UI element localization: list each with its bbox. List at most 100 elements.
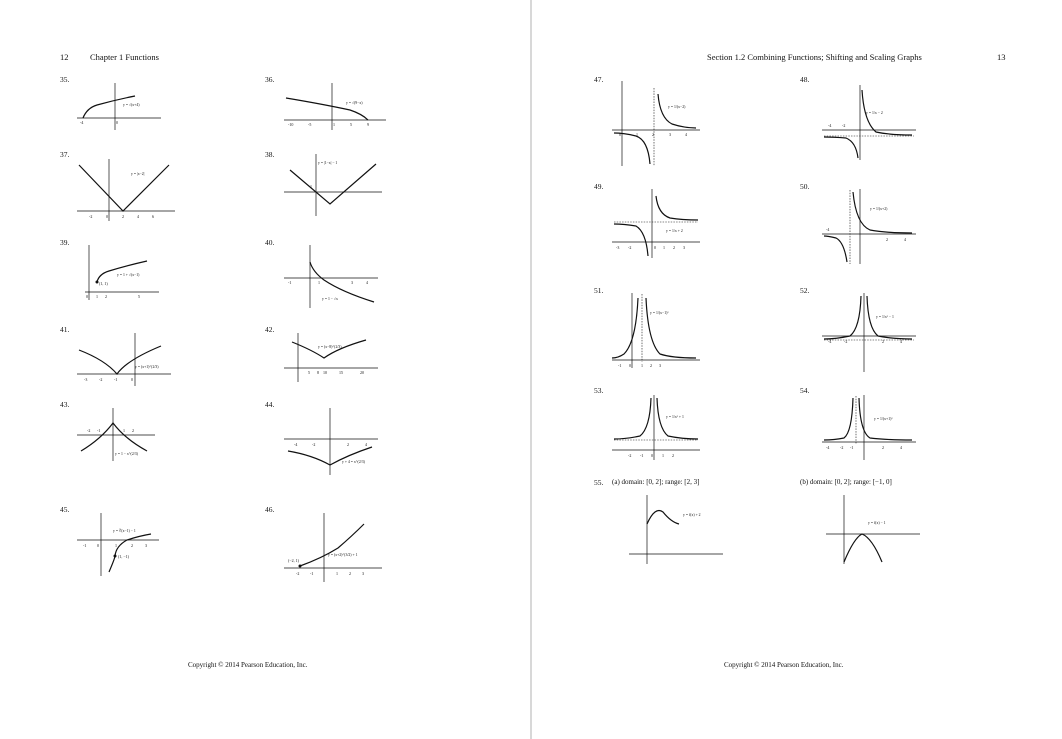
- tick-label: 3: [669, 132, 671, 137]
- equation-label: y = 1/x − 2: [866, 111, 883, 115]
- tick-label: 2: [131, 543, 133, 548]
- tick-label: -1: [114, 377, 117, 382]
- tick-label: 0: [131, 377, 133, 382]
- problem-number: 44.: [265, 400, 275, 409]
- problem-number: 47.: [594, 75, 604, 84]
- equation-label: y = f(x) − 1: [868, 521, 886, 525]
- graph-49: y = 1/x + 2 -3 -2 0 1 2 3: [612, 189, 700, 258]
- tick-label: -5: [308, 122, 311, 127]
- tick-label: -2: [312, 442, 315, 447]
- tick-label: -2: [87, 428, 90, 433]
- tick-label: -2: [296, 571, 299, 576]
- right-page: Section 1.2 Combining Functions; Shiftin…: [532, 0, 1062, 739]
- tick-label: 3: [362, 571, 364, 576]
- graph-46: y = (x+2)^(3/2) + 1 (−2, 1) -2 -1 1 2 3: [284, 513, 382, 582]
- tick-label: -2: [844, 339, 847, 344]
- copyright-notice: Copyright © 2014 Pearson Education, Inc.: [724, 661, 844, 669]
- graph-39: y = 1 + √(x−1) (1, 1) 0 1 2 5: [85, 245, 159, 300]
- tick-label: -1: [97, 428, 100, 433]
- graph-42: y = (x−8)^(2/3) 5 8 10 15 20: [284, 333, 378, 382]
- tick-label: 6: [152, 214, 154, 219]
- tick-label: 0: [116, 120, 118, 125]
- tick-label: 0: [106, 214, 108, 219]
- graph-53: y = 1/x² + 1 -2 -1 0 1 2: [612, 395, 700, 460]
- chapter-title: Chapter 1 Functions: [90, 52, 159, 62]
- tick-label: 2: [105, 294, 107, 299]
- equation-label: y = f(x) + 2: [683, 513, 701, 517]
- tick-label: 1: [663, 245, 665, 250]
- graph-54: y = 1/(x+1)² -4 -2 -1 2 4: [822, 395, 916, 460]
- problem-number: 41.: [60, 325, 70, 334]
- graph-55b: y = f(x) − 1: [826, 495, 920, 564]
- problem-number: 46.: [265, 505, 275, 514]
- equation-label: y = 1/x + 2: [666, 229, 683, 233]
- equation-label: y = 1/(x−2): [668, 105, 686, 109]
- tick-label: 8: [317, 370, 319, 375]
- point-label: (1, 1): [99, 281, 108, 287]
- tick-label: 2: [672, 453, 674, 458]
- tick-label: 2: [132, 428, 134, 433]
- problem-number: 39.: [60, 238, 70, 247]
- tick-label: 5: [138, 294, 140, 299]
- tick-label: 4: [366, 280, 368, 285]
- page-divider: [530, 0, 532, 739]
- equation-label: y = 1/x² + 1: [666, 415, 684, 419]
- tick-label: 9: [367, 122, 369, 127]
- equation-label: y = √(x+4): [123, 103, 140, 107]
- tick-label: -4: [828, 123, 831, 128]
- tick-label: 15: [339, 370, 343, 375]
- tick-label: 0: [654, 245, 656, 250]
- tick-label: 4: [900, 445, 902, 450]
- tick-label: -10: [288, 122, 293, 127]
- tick-label: 4: [685, 132, 687, 137]
- tick-label: -1: [618, 363, 621, 368]
- graph-51: y = 1/(x−1)² -1 0 1 2 3: [611, 293, 700, 368]
- equation-label: y = 1 − √x: [322, 297, 338, 301]
- problem-number: 55.: [594, 478, 604, 487]
- section-title: Section 1.2 Combining Functions; Shiftin…: [707, 52, 922, 62]
- graph-48: y = 1/x − 2 -4 -2: [822, 85, 916, 160]
- tick-label: 5: [350, 122, 352, 127]
- problem-number: 36.: [265, 75, 275, 84]
- tick-label: -2: [842, 123, 845, 128]
- equation-label: y = (x+2)^(3/2) + 1: [328, 553, 358, 557]
- problem-number: 35.: [60, 75, 70, 84]
- tick-label: 1: [636, 132, 638, 137]
- problem-number: 38.: [265, 150, 275, 159]
- problem-number: 51.: [594, 286, 604, 295]
- tick-label: 1: [96, 294, 98, 299]
- graph-50: y = 1/(x+2) -4 2 4: [822, 189, 916, 264]
- point-label: (1, −1): [118, 554, 130, 560]
- tick-label: -2: [840, 445, 843, 450]
- tick-label: 3: [145, 543, 147, 548]
- graph-37: y = |x−2| -2 0 2 4 6: [77, 159, 175, 221]
- tick-label: 1: [662, 453, 664, 458]
- tick-label: 20: [360, 370, 364, 375]
- right-page-number: 13: [997, 52, 1006, 62]
- tick-label: 2: [650, 363, 652, 368]
- problem-number: 49.: [594, 182, 604, 191]
- tick-label: 1: [310, 184, 312, 189]
- tick-label: 1: [336, 571, 338, 576]
- problem-number: 48.: [800, 75, 810, 84]
- graph-35: y = √(x+4) -4 0: [77, 83, 161, 130]
- tick-label: 4: [904, 237, 906, 242]
- tick-label: -2: [628, 453, 631, 458]
- equation-label: y = 1/x² − 1: [876, 315, 894, 319]
- graph-44: y + 4 = x^(2/3) -4 -2 2 4: [284, 408, 378, 475]
- equation-label: y = 1/(x+2): [870, 207, 888, 211]
- problem-number: 52.: [800, 286, 810, 295]
- problem-number: 40.: [265, 238, 275, 247]
- tick-label: -4: [826, 445, 829, 450]
- tick-label: -4: [80, 120, 83, 125]
- tick-label: 2: [882, 445, 884, 450]
- tick-label: -3: [616, 245, 619, 250]
- part-b-caption: (b) domain: [0, 2]; range: [−1, 0]: [800, 478, 892, 486]
- equation-label: y = 1/(x−1)²: [650, 311, 669, 315]
- copyright-notice: Copyright © 2014 Pearson Education, Inc.: [188, 661, 308, 669]
- equation-label: y = ∛(x−1) − 1: [113, 528, 136, 533]
- left-page-number: 12: [60, 52, 69, 62]
- tick-label: 0: [97, 543, 99, 548]
- tick-label: 1: [115, 543, 117, 548]
- tick-label: -1: [288, 280, 291, 285]
